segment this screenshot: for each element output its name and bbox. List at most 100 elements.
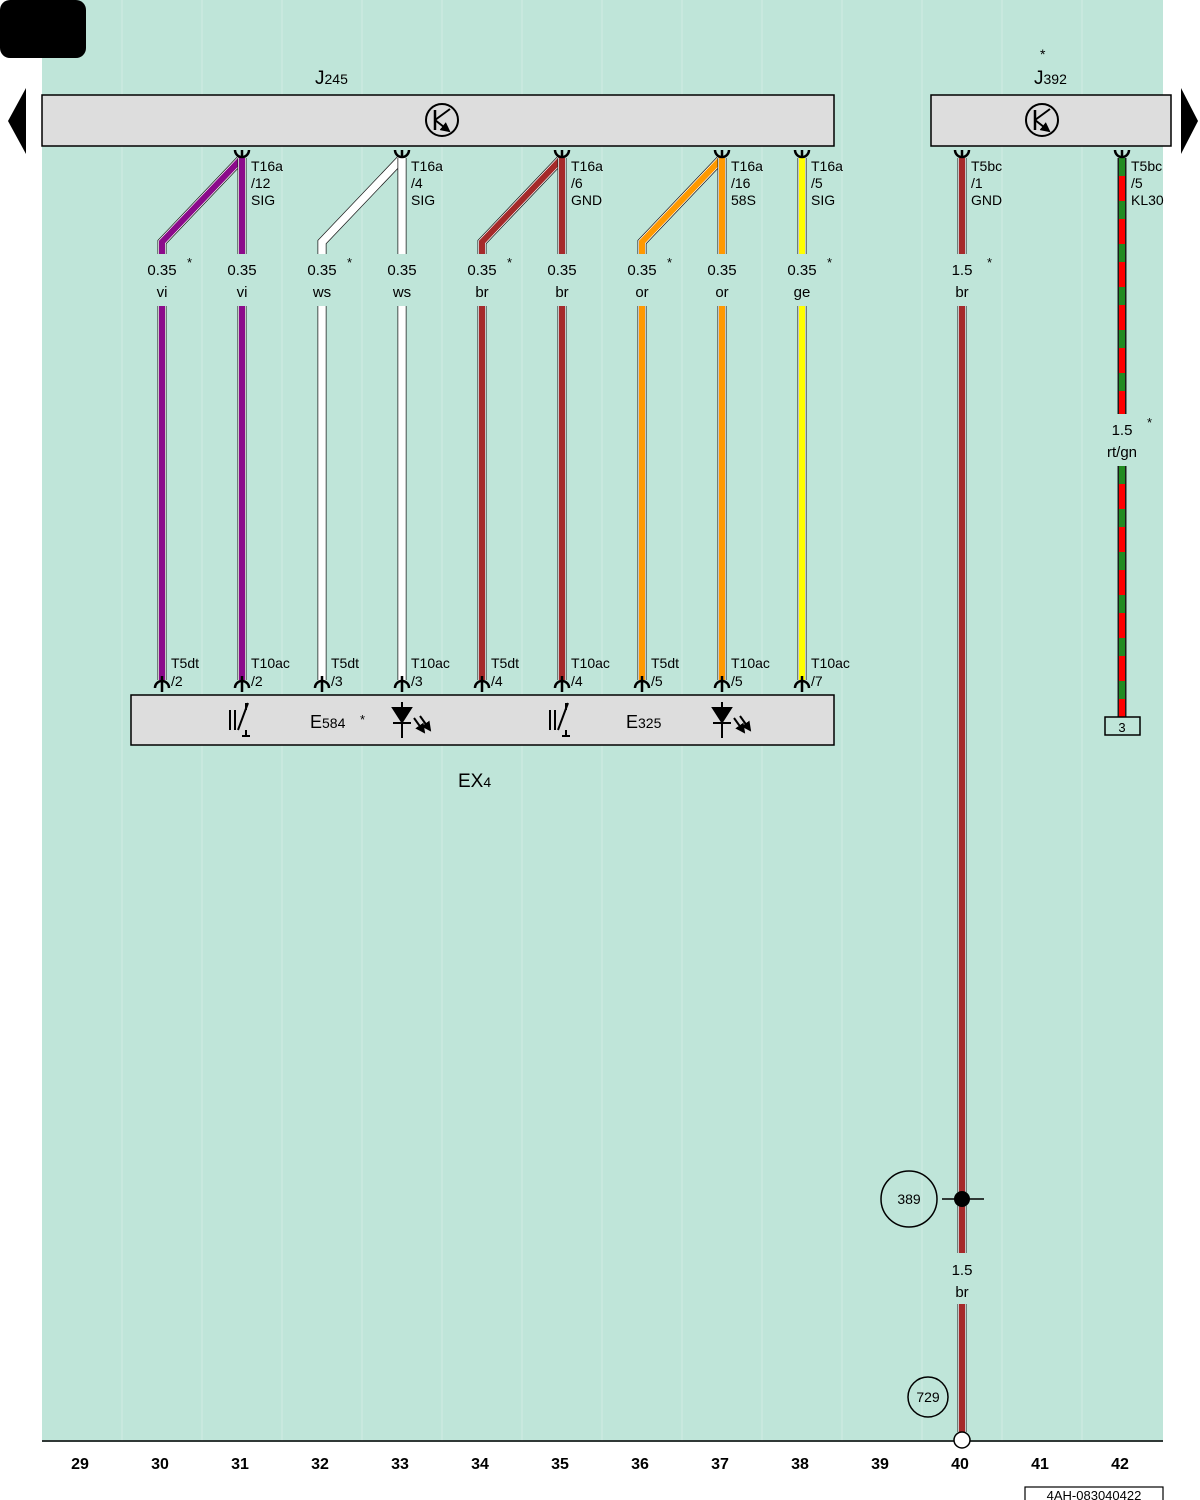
wire-color: or — [635, 284, 648, 301]
pin-connector: T10ac — [811, 655, 850, 671]
pin-number: /1 — [971, 175, 983, 191]
bottom-pin-t10ac: T10ac/4 — [553, 655, 610, 692]
led-icon — [391, 702, 432, 738]
pin-connector: T10ac — [731, 655, 770, 671]
doc-id-box — [1024, 1486, 1164, 1500]
wire-branch-ws — [317, 154, 406, 254]
column-number: 33 — [391, 1456, 409, 1473]
column-number: 42 — [1111, 1456, 1129, 1473]
pin-number: /12 — [251, 175, 271, 191]
wire-color: or — [715, 284, 728, 301]
terminal-box — [1104, 716, 1141, 736]
pin-connector: T16a — [811, 158, 843, 174]
bottom-pin-t10ac: T10ac/3 — [393, 655, 450, 692]
ex4-label: EX4 — [458, 771, 491, 792]
wire-size: 1.5 — [952, 262, 973, 279]
switch-icon — [229, 702, 250, 737]
pin-connector: T10ac — [571, 655, 610, 671]
continuation-reference-circle[interactable] — [907, 1376, 949, 1418]
wire-size: 0.35 — [547, 262, 576, 279]
wire-color: br — [475, 284, 488, 301]
pin-number: /2 — [171, 673, 183, 689]
column-number: 39 — [871, 1456, 889, 1473]
ground-reference-circle[interactable] — [880, 1170, 938, 1228]
wire-color: ge — [794, 284, 811, 301]
top-connector-pins: T16a/12SIGT16a/4SIGT16a/6GNDT16a/1658ST1… — [233, 149, 1164, 208]
page-tab[interactable] — [0, 0, 86, 58]
pin-signal: 58S — [731, 192, 756, 208]
j392-control-unit-box — [930, 94, 1172, 147]
wire-branch-br — [477, 154, 566, 254]
next-page-arrow-icon[interactable] — [1181, 88, 1198, 154]
wire-asterisk: * — [187, 255, 192, 270]
column-number: 41 — [1031, 1456, 1049, 1473]
pin-number: /2 — [251, 673, 263, 689]
j245-control-unit-box — [41, 94, 835, 147]
wire-color: ws — [392, 284, 411, 301]
bottom-pin-t10ac: T10ac/5 — [713, 655, 770, 692]
pin-connector: T5dt — [651, 655, 679, 671]
wire-asterisk: * — [1147, 415, 1152, 430]
wire-color: br — [555, 284, 568, 301]
previous-page-arrow-icon[interactable] — [8, 88, 26, 154]
pin-signal: GND — [571, 192, 602, 208]
wire-size: 0.35 — [627, 262, 656, 279]
wire-label: 1.5br — [952, 1262, 973, 1301]
wire-color: br — [955, 1284, 968, 1301]
pin-number: /5 — [731, 673, 743, 689]
wire-color: br — [955, 284, 968, 301]
column-number: 40 — [951, 1456, 969, 1473]
pin-number: /3 — [331, 673, 343, 689]
j245-transistor-icon — [425, 103, 459, 137]
pin-connector: T10ac — [251, 655, 290, 671]
pin-number: /3 — [411, 673, 423, 689]
pin-number: /4 — [411, 175, 423, 191]
column-number: 36 — [631, 1456, 649, 1473]
e325-label: E325 — [626, 712, 662, 732]
pin-signal: SIG — [251, 192, 275, 208]
wire-labels: 0.35vi*0.35vi0.35ws*0.35ws0.35br*0.35br0… — [147, 255, 1152, 1301]
wire-asterisk: * — [987, 255, 992, 270]
pin-number: /5 — [1131, 175, 1143, 191]
wire-color: ws — [312, 284, 331, 301]
pin-number: /4 — [491, 673, 503, 689]
column-number: 38 — [791, 1456, 809, 1473]
pin-connector: T16a — [251, 158, 283, 174]
ex4-switch-box — [130, 694, 835, 746]
pin-signal: KL30 — [1131, 192, 1164, 208]
splice-point — [954, 1191, 970, 1207]
pin-number: /7 — [811, 673, 823, 689]
bottom-pin-t10ac: T10ac/7 — [793, 655, 850, 692]
pin-connector: T5bc — [971, 158, 1002, 174]
pin-connector: T16a — [571, 158, 603, 174]
j392-transistor-icon — [1025, 103, 1059, 137]
wire-color: vi — [237, 284, 248, 301]
led-icon — [711, 702, 752, 738]
terminal-label: 3 — [1118, 720, 1125, 735]
switch-icon — [549, 702, 570, 737]
wire-size: 0.35 — [307, 262, 336, 279]
column-number: 34 — [471, 1456, 489, 1473]
column-number: 37 — [711, 1456, 729, 1473]
bottom-pin-t5dt: T5dt/3 — [313, 655, 359, 692]
wire-branch-vi — [157, 154, 246, 254]
wire-size: 0.35 — [787, 262, 816, 279]
ground-reference-label: 389 — [897, 1191, 921, 1207]
column-number: 29 — [71, 1456, 89, 1473]
bottom-pin-t5dt: T5dt/4 — [473, 655, 519, 692]
wire-size: 0.35 — [707, 262, 736, 279]
